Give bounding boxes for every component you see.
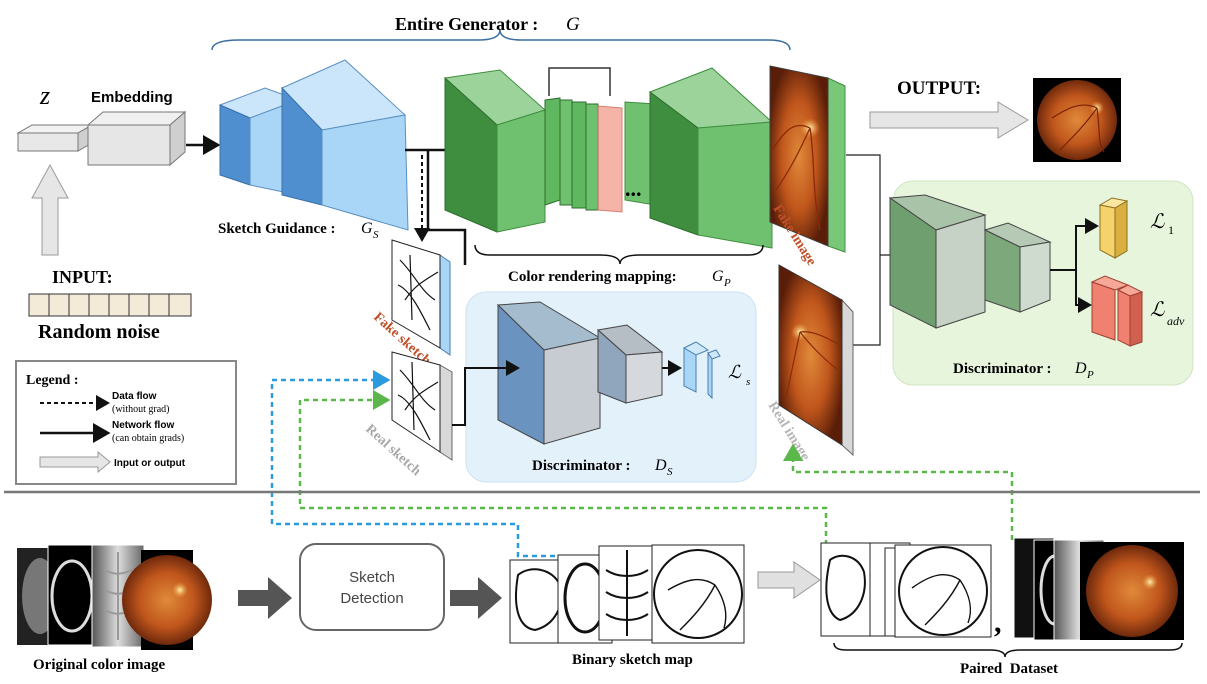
generator-title: Entire Generator : G (395, 14, 580, 35)
paired-comma: , (994, 606, 1002, 639)
z-vector-box (16, 124, 94, 152)
svg-text:ℒ: ℒ (1150, 211, 1165, 233)
svg-text:Color rendering mapping:: Color rendering mapping: (508, 269, 677, 285)
dp-outputs (1050, 218, 1099, 313)
svg-text:Discriminator :: Discriminator : (532, 458, 630, 474)
svg-text:P: P (723, 277, 731, 289)
color-rendering-dots: ... (625, 176, 642, 201)
loss1-symbol: ℒ 1 (1150, 211, 1174, 237)
svg-text:D: D (1074, 360, 1087, 377)
fake-image-slab (769, 65, 846, 253)
output-arrow (869, 101, 1029, 139)
discriminator-s-blocks (496, 301, 664, 445)
generator-title-text: Entire Generator : (395, 14, 538, 34)
binary-sketch-label: Binary sketch map (572, 652, 693, 668)
to-binary-arrow (450, 577, 502, 619)
real-image-slab (778, 264, 854, 457)
paired-sketch-stack (820, 542, 992, 638)
color-rendering-blocks (443, 67, 774, 249)
generator-brace (211, 29, 791, 51)
svg-text:ℒ: ℒ (728, 362, 742, 382)
to-paired-arrow (757, 561, 821, 599)
legend-io: Input or output (114, 458, 186, 469)
input-label: INPUT: (52, 267, 113, 287)
binary-sketch-stack (509, 544, 745, 644)
fake-to-dp-connector (846, 154, 881, 346)
loss-s-symbol: ℒ s (728, 362, 750, 388)
green-dataflow-to-real-image (783, 443, 1014, 540)
real-sketch-slab (391, 351, 453, 461)
legend-network-flow-note: (can obtain grads) (112, 433, 184, 444)
output-label: OUTPUT: (897, 78, 981, 99)
svg-text:Discriminator :: Discriminator : (953, 361, 1051, 377)
svg-text:G: G (712, 268, 724, 285)
fake-sketch-slab (391, 239, 451, 356)
input-up-arrow (31, 163, 69, 256)
sketch-detection-box (299, 543, 445, 631)
legend-io-arrow (39, 450, 111, 474)
legend-data-flow: Data flow (112, 391, 157, 402)
to-detection-arrow (238, 577, 292, 619)
svg-text:D: D (654, 457, 667, 474)
sketch-guidance-label: Sketch Guidance : G S (218, 220, 379, 241)
svg-text:S: S (373, 229, 379, 241)
embedding-box (86, 110, 187, 167)
sketch-guidance-blocks (218, 59, 409, 231)
loss1-block (1098, 197, 1129, 259)
loss-adv-block (1090, 275, 1144, 347)
legend-data-flow-note: (without grad) (112, 404, 170, 415)
discriminator-p-blocks (888, 194, 1052, 329)
svg-text:Sketch Guidance :: Sketch Guidance : (218, 221, 336, 237)
output-image (1033, 78, 1121, 162)
sketch-detection-label-1: Sketch (349, 569, 395, 586)
svg-text:S: S (667, 466, 673, 478)
embedding-label: Embedding (91, 89, 173, 106)
original-images-stack (17, 544, 212, 650)
legend-title: Legend : (26, 373, 79, 388)
svg-text:G: G (361, 220, 373, 237)
discriminator-p-label: Discriminator : D P (953, 360, 1094, 381)
svg-text:adv: adv (1167, 314, 1185, 328)
z-symbol: z (39, 81, 50, 110)
random-noise-label: Random noise (38, 321, 160, 343)
paired-brace (833, 642, 1183, 658)
sketch-to-ds-network-flow (452, 360, 520, 426)
svg-text:ℒ: ℒ (1150, 299, 1165, 321)
noise-vector (28, 293, 192, 317)
sketch-detection-label-2: Detection (340, 590, 403, 607)
blue-dataflow-arrow (270, 370, 555, 558)
loss-adv-symbol: ℒ adv (1150, 299, 1185, 328)
svg-text:P: P (1086, 369, 1094, 381)
color-rendering-brace (474, 244, 764, 265)
svg-text:s: s (746, 376, 750, 388)
color-rendering-label: Color rendering mapping: G P (508, 268, 731, 289)
discriminator-s-label: Discriminator : D S (532, 457, 673, 478)
svg-text:1: 1 (1168, 223, 1174, 237)
generator-title-symbol: G (566, 14, 580, 35)
original-image-label: Original color image (33, 657, 166, 673)
legend-network-flow: Network flow (112, 420, 174, 431)
loss-s-block (682, 341, 721, 400)
skip-connection (548, 67, 611, 96)
paired-image-stack (1013, 537, 1184, 641)
paired-dataset-label: Paired Dataset (960, 661, 1058, 677)
